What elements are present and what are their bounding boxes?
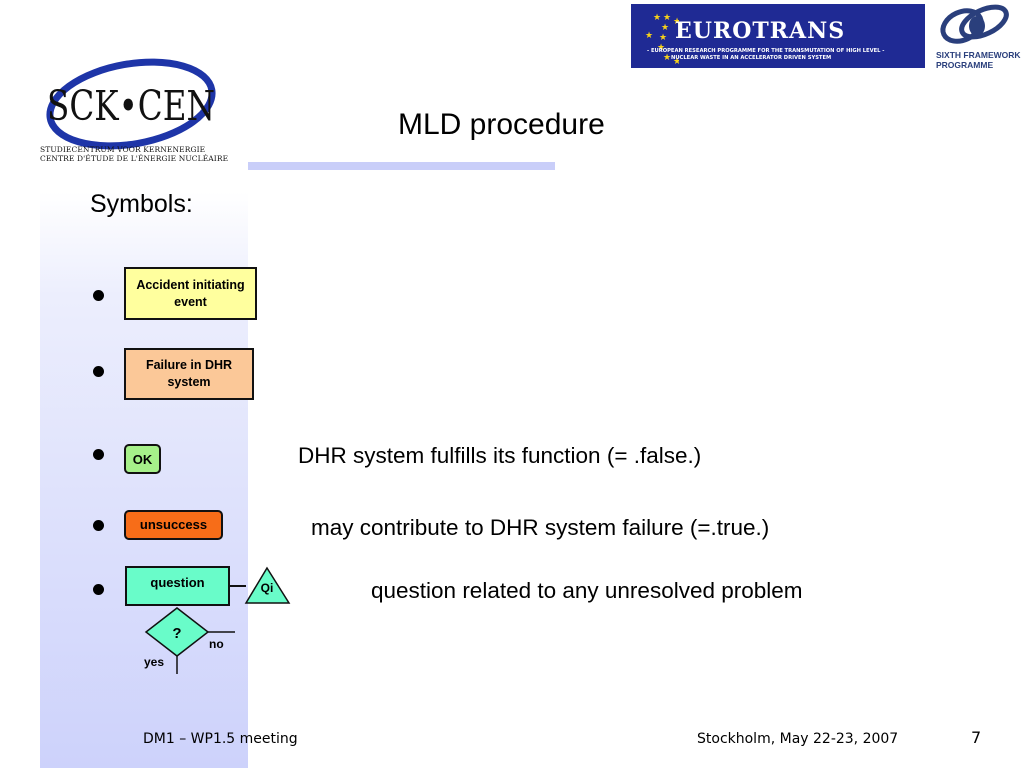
yes-label: yes [144,655,164,669]
question-symbol: question [125,566,230,606]
question-diagram: Qi ? no yes [144,566,291,674]
eu-stars-icon: ★★★ ★★★ ★★★ [645,13,679,66]
slide-title: MLD procedure [398,108,605,141]
no-label: no [209,637,224,651]
svg-text:★: ★ [673,57,679,66]
failure-in-dhr-system-symbol: Failure in DHR system [124,348,254,400]
svg-text:★: ★ [653,13,661,23]
ok-description: DHR system fulfills its function (= .fal… [298,443,702,468]
bullet-4 [93,520,104,531]
qi-label: Qi [261,581,274,595]
svg-text:★: ★ [661,23,669,33]
bullet-1 [93,290,104,301]
fp6-label-line2: PROGRAMME [936,60,994,70]
sck-cen-logo: SCK•CEN [46,58,216,150]
sck-subtitle-line1: STUDIECENTRUM VOOR KERNENERGIE [40,145,206,154]
unsuccess-symbol: unsuccess [124,510,223,540]
symbols-heading: Symbols: [90,190,193,218]
question-description: question related to any unresolved probl… [371,578,803,603]
title-rule [248,162,555,170]
qi-triangle [244,566,291,604]
svg-text:★: ★ [663,13,671,23]
sck-wordmark: SCK•CEN [47,82,215,130]
svg-text:★: ★ [673,17,679,27]
accident-initiating-event-symbol: Accident initiating event [124,267,257,320]
page-number: 7 [971,728,982,747]
decision-label: ? [172,625,181,642]
svg-text:★: ★ [657,43,665,53]
svg-text:★: ★ [663,53,671,63]
footer-location-date: Stockholm, May 22-23, 2007 [697,731,899,747]
bullet-2 [93,366,104,377]
fp6-label-line1: SIXTH FRAMEWORK [936,50,1021,60]
bullet-5 [93,584,104,595]
fp6-logo-icon [940,4,1009,44]
eurotrans-tagline-line1: - EUROPEAN RESEARCH PROGRAMME FOR THE TR… [647,48,885,54]
eurotrans-logo: ★★★ ★★★ ★★★ EUROTRANS - EUROPEAN RESEARC… [631,4,925,68]
eurotrans-tagline-line2: NUCLEAR WASTE IN AN ACCELERATOR DRIVEN S… [671,55,832,61]
sck-subtitle-line2: CENTRE D'ÉTUDE DE L'ÉNERGIE NUCLÉAIRE [40,154,229,163]
svg-text:★: ★ [645,31,653,41]
svg-text:★: ★ [659,33,667,43]
ok-symbol: OK [124,444,161,474]
unsuccess-description: may contribute to DHR system failure (=.… [311,515,770,540]
bullet-3 [93,449,104,460]
eurotrans-wordmark: EUROTRANS [675,18,846,44]
footer-meeting: DM1 – WP1.5 meeting [143,731,298,747]
